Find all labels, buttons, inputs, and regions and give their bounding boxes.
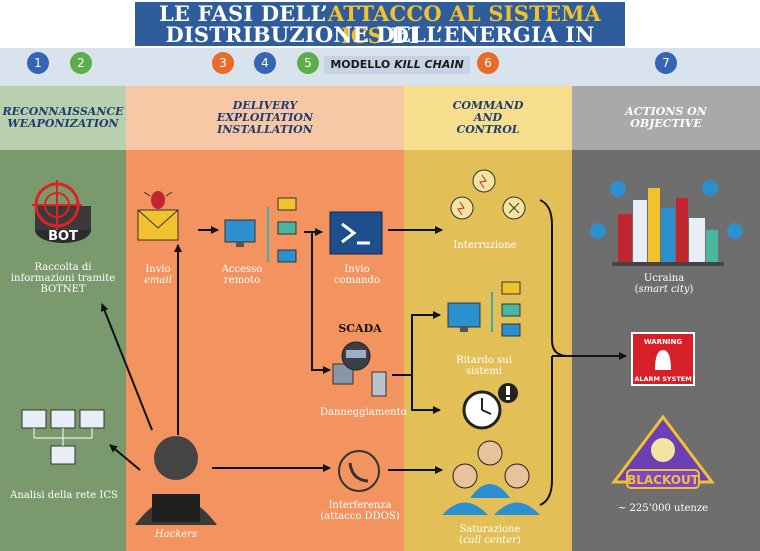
scada-label: SCADA [338,322,382,335]
warning-title: WARNING [644,338,683,346]
hacker-icon [135,436,217,525]
hackers-label: Hackers [154,529,198,540]
title-prefix: LE FASI DELL’ [158,1,328,26]
clock-alert-icon [462,383,518,430]
blackout-icon [610,414,716,489]
step-7: 7 [655,52,677,74]
step-2: 2 [70,52,92,74]
ics-network-icon [21,409,105,465]
saturation-label: Saturazione(call center) [459,524,521,546]
call-center-icon [442,440,540,515]
warning-subtitle: ALARM SYSTEM [634,375,691,383]
blackout-label: BLACKOUT [627,473,700,487]
title-suffix: DI [383,23,420,48]
users-count-label: ~ 225’000 utenze [617,503,709,514]
step-3: 3 [212,52,234,74]
step-6: 6 [477,52,499,74]
kill-chain-label: MODELLO KILL CHAIN [324,56,470,74]
command-prompt-icon [329,211,383,255]
ics-analysis-label: Analisi della rete ICS [10,490,118,501]
interruption-label: Interruzione [453,240,517,251]
ukraine-label: Ucraina(smart city) [634,273,694,295]
step-5: 5 [297,52,319,74]
warning-alarm-icon [631,332,695,386]
smart-city-icon [590,180,743,266]
lightbulb-icons [450,169,526,220]
damage-label: Danneggiamento [320,407,407,418]
step-4: 4 [254,52,276,74]
interference-label: Interferenza(attacco DDOS) [320,500,400,522]
scada-icon [332,341,387,397]
email-bug-icon [137,191,179,241]
bot-target-icon [32,180,91,243]
bot-label: BOT [48,229,78,244]
step-1: 1 [27,52,49,74]
title-box: LE FASI DELL’ATTACCO AL SISTEMA ICS DI D… [135,2,625,68]
phone-icon [338,450,380,492]
flow-arrows [100,199,627,506]
delay-system-icon [447,281,521,337]
title-highlight: ATTACCO AL SISTEMA ICS [327,1,602,48]
remote-access-icon [224,197,297,263]
title-line-1: LE FASI DELL’ATTACCO AL SISTEMA ICS DI [135,3,625,47]
